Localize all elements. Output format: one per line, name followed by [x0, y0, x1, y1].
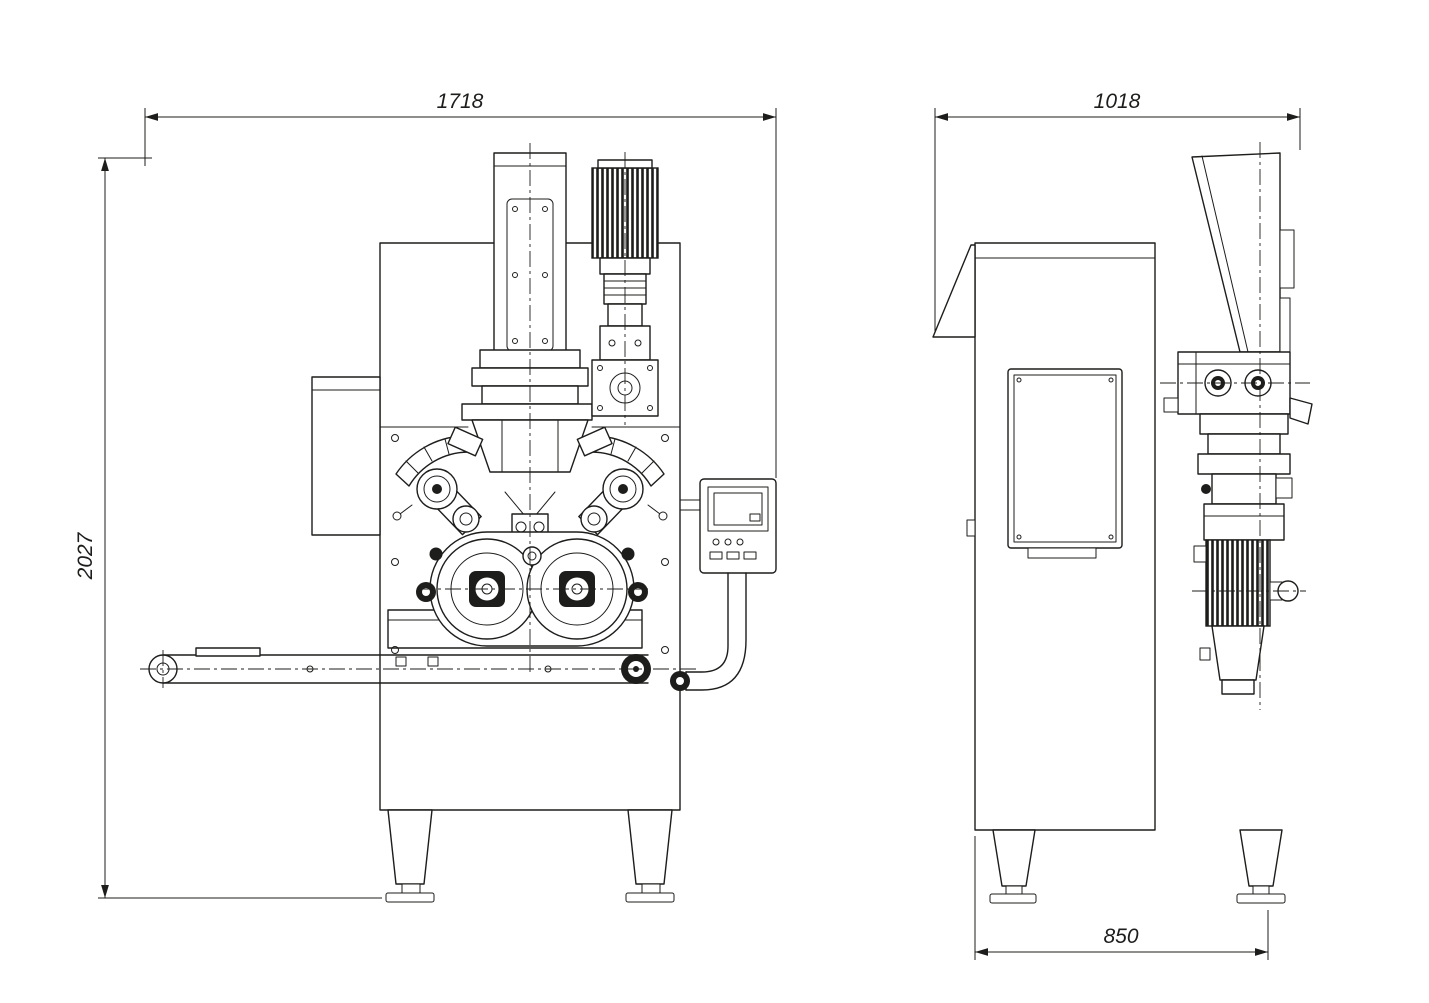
- dim-side-base: 850: [974, 836, 1269, 960]
- pendant-box: [699, 478, 777, 574]
- front-side-panel: [311, 376, 381, 536]
- side-view: 1018: [932, 90, 1313, 960]
- front-face-bolts: [391, 434, 669, 654]
- dim-text-side-base: 850: [1103, 925, 1138, 948]
- dim-text-side-depth: 1018: [1094, 90, 1141, 113]
- front-view: 1718 2027: [74, 90, 777, 903]
- side-body: [932, 242, 1156, 831]
- front-centerlines: [140, 143, 700, 688]
- side-rear-cover: [932, 244, 976, 338]
- side-legs: [989, 829, 1286, 904]
- side-centerlines: [1160, 142, 1310, 710]
- side-motor-block: [1193, 539, 1299, 695]
- dim-text-front-width: 1718: [437, 90, 484, 113]
- dim-side-depth: 1018: [934, 90, 1301, 332]
- front-forming-rollers: [387, 531, 648, 649]
- dim-text-front-height: 2027: [74, 531, 97, 580]
- pendant-screen: [707, 486, 769, 532]
- side-door-panel: [1007, 368, 1123, 549]
- dim-front-height: 2027: [74, 157, 382, 899]
- front-control-pendant: [670, 478, 777, 691]
- side-head-assembly: [1163, 351, 1313, 541]
- front-legs: [385, 809, 675, 903]
- side-tower: [1191, 152, 1295, 353]
- dim-front-width: 1718: [144, 90, 777, 478]
